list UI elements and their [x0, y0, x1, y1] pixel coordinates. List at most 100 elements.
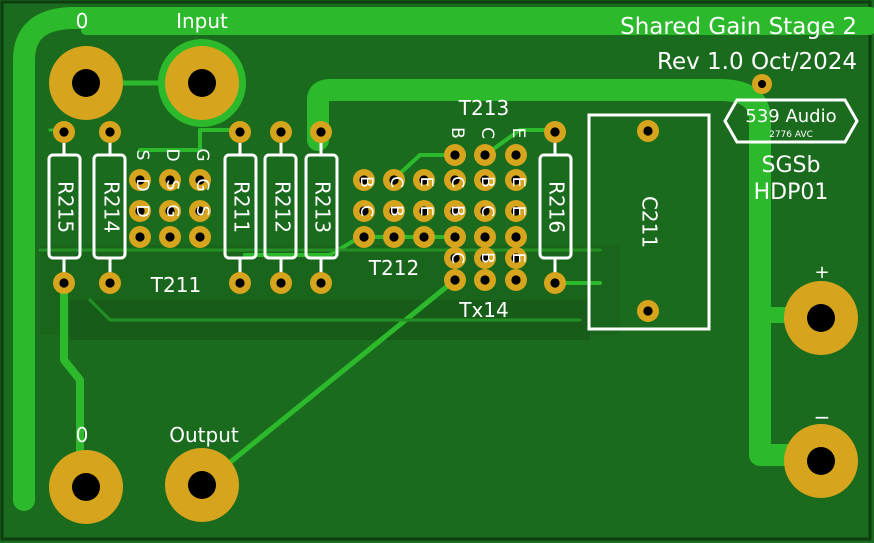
t213-pin-letter: E: [508, 253, 528, 264]
transistor-pad-t212: [383, 169, 405, 191]
transistor-pad-t213: [474, 226, 496, 248]
connector-pads: [49, 39, 858, 524]
input-gnd-pad[interactable]: [49, 46, 123, 120]
transistor-pad-t211: [189, 226, 211, 248]
supply-trace: [307, 79, 831, 466]
transistor-pad-t212: [413, 226, 435, 248]
transistor-pad-t211: [129, 226, 151, 248]
transistor-pad-t212: [383, 226, 405, 248]
plus-label: +: [814, 262, 829, 283]
t213-pin-letter: C: [477, 127, 497, 139]
transistor-pad-t211: [159, 226, 181, 248]
resistor-pad: [53, 272, 75, 294]
t213-pin-letter: E: [508, 128, 528, 139]
signal-trace-a: [243, 235, 457, 257]
input-pad[interactable]: [158, 39, 246, 127]
output-label: Output: [169, 423, 239, 447]
transistor-pad-t211: [159, 169, 181, 191]
component-pads: [53, 120, 659, 322]
signal-trace-c: [483, 128, 557, 157]
t211-pin-letter: G: [162, 204, 182, 217]
signal-trace-f: [138, 128, 247, 152]
transistor-pad-t211: [189, 200, 211, 222]
resistor-pad: [99, 272, 121, 294]
t211-pin-letter: D: [162, 148, 182, 161]
resistor-label: R212: [271, 181, 295, 233]
resistor-pad: [544, 121, 566, 143]
board-code-2: HDP01: [754, 180, 829, 205]
transistor-pad-t213: [444, 269, 466, 291]
transistor-pad-t212: [353, 169, 375, 191]
resistor-label: R211: [230, 181, 254, 233]
resistor-label: R213: [311, 181, 335, 233]
resistor-pad: [229, 121, 251, 143]
resistor-pad: [53, 121, 75, 143]
transistor-pad-t211: [129, 169, 151, 191]
output-pad[interactable]: [165, 448, 239, 522]
resistor-label: R216: [545, 181, 569, 233]
resistor-outlines: [47, 132, 573, 283]
t212-pin-letter: E: [416, 206, 436, 217]
transistor-pad-t213: [505, 169, 527, 191]
t212-pin-letter: C: [356, 205, 376, 217]
output-gnd-pad[interactable]: [49, 450, 123, 524]
resistor-pad: [229, 272, 251, 294]
t211-pin-letter: D: [132, 178, 152, 191]
transistor-pad-t213: [474, 247, 496, 269]
t213-pin-letter: E: [508, 206, 528, 217]
t213-pin-letter: B: [447, 205, 467, 217]
transistor-pad-t212: [383, 200, 405, 222]
t213-pin-letter: C: [447, 176, 467, 188]
silkscreen: Shared Gain Stage 2 Rev 1.0 Oct/2024 539…: [54, 9, 858, 447]
t213-pin-letter: B: [477, 176, 497, 188]
logo-text: 539 Audio: [745, 106, 836, 127]
logo-subtext: 2776 AVC: [769, 130, 813, 140]
capacitor-label: C211: [638, 196, 662, 248]
t213-pin-letter: E: [508, 177, 528, 188]
logo-badge: [723, 98, 859, 144]
t212-pin-letter: B: [356, 176, 376, 188]
input-label: Input: [176, 9, 228, 33]
resistor-pad: [270, 272, 292, 294]
transistor-pad-t211: [159, 200, 181, 222]
t213-label: T213: [458, 96, 509, 120]
plus-pad[interactable]: [784, 281, 858, 355]
t211-pin-letter: S: [192, 206, 212, 217]
t211-label: T211: [150, 273, 201, 297]
resistor-label: R215: [54, 181, 78, 233]
transistor-pad-t213: [444, 144, 466, 166]
transistor-pad-t211: [129, 200, 151, 222]
t211-pin-letter: D: [132, 204, 152, 217]
t213-pin-letter: B: [447, 127, 467, 139]
output-gnd-trace: [60, 279, 84, 489]
transistor-pad-t213: [474, 269, 496, 291]
capacitor-pad: [637, 120, 659, 142]
t211-pin-letter: G: [192, 178, 212, 191]
input-gnd-label: 0: [76, 9, 89, 33]
t212-pin-letter: E: [416, 177, 436, 188]
output-gnd-label: 0: [76, 423, 89, 447]
signal-trace-b: [393, 153, 457, 180]
transistor-pad-t213: [505, 144, 527, 166]
resistor-pad: [270, 121, 292, 143]
resistor-label: R214: [100, 181, 124, 233]
resistor-pad: [544, 272, 566, 294]
transistor-pad-t212: [413, 200, 435, 222]
transistor-pad-t213: [444, 226, 466, 248]
t212-label: T212: [368, 256, 419, 280]
t211-pin-letter: G: [192, 148, 212, 161]
transistor-pad-t213: [505, 269, 527, 291]
resistor-pad: [310, 121, 332, 143]
minus-pad[interactable]: [784, 424, 858, 498]
board-code-1: SGSb: [762, 153, 821, 178]
t211-pin-letter: S: [162, 180, 182, 191]
t211-pin-letter: S: [132, 150, 152, 161]
ground-trace-left: [13, 7, 874, 511]
minus-label: −: [814, 405, 831, 429]
capacitor-pad: [637, 300, 659, 322]
via-pad: [752, 74, 772, 94]
transistor-pad-t212: [353, 200, 375, 222]
signal-trace-h: [88, 298, 582, 322]
